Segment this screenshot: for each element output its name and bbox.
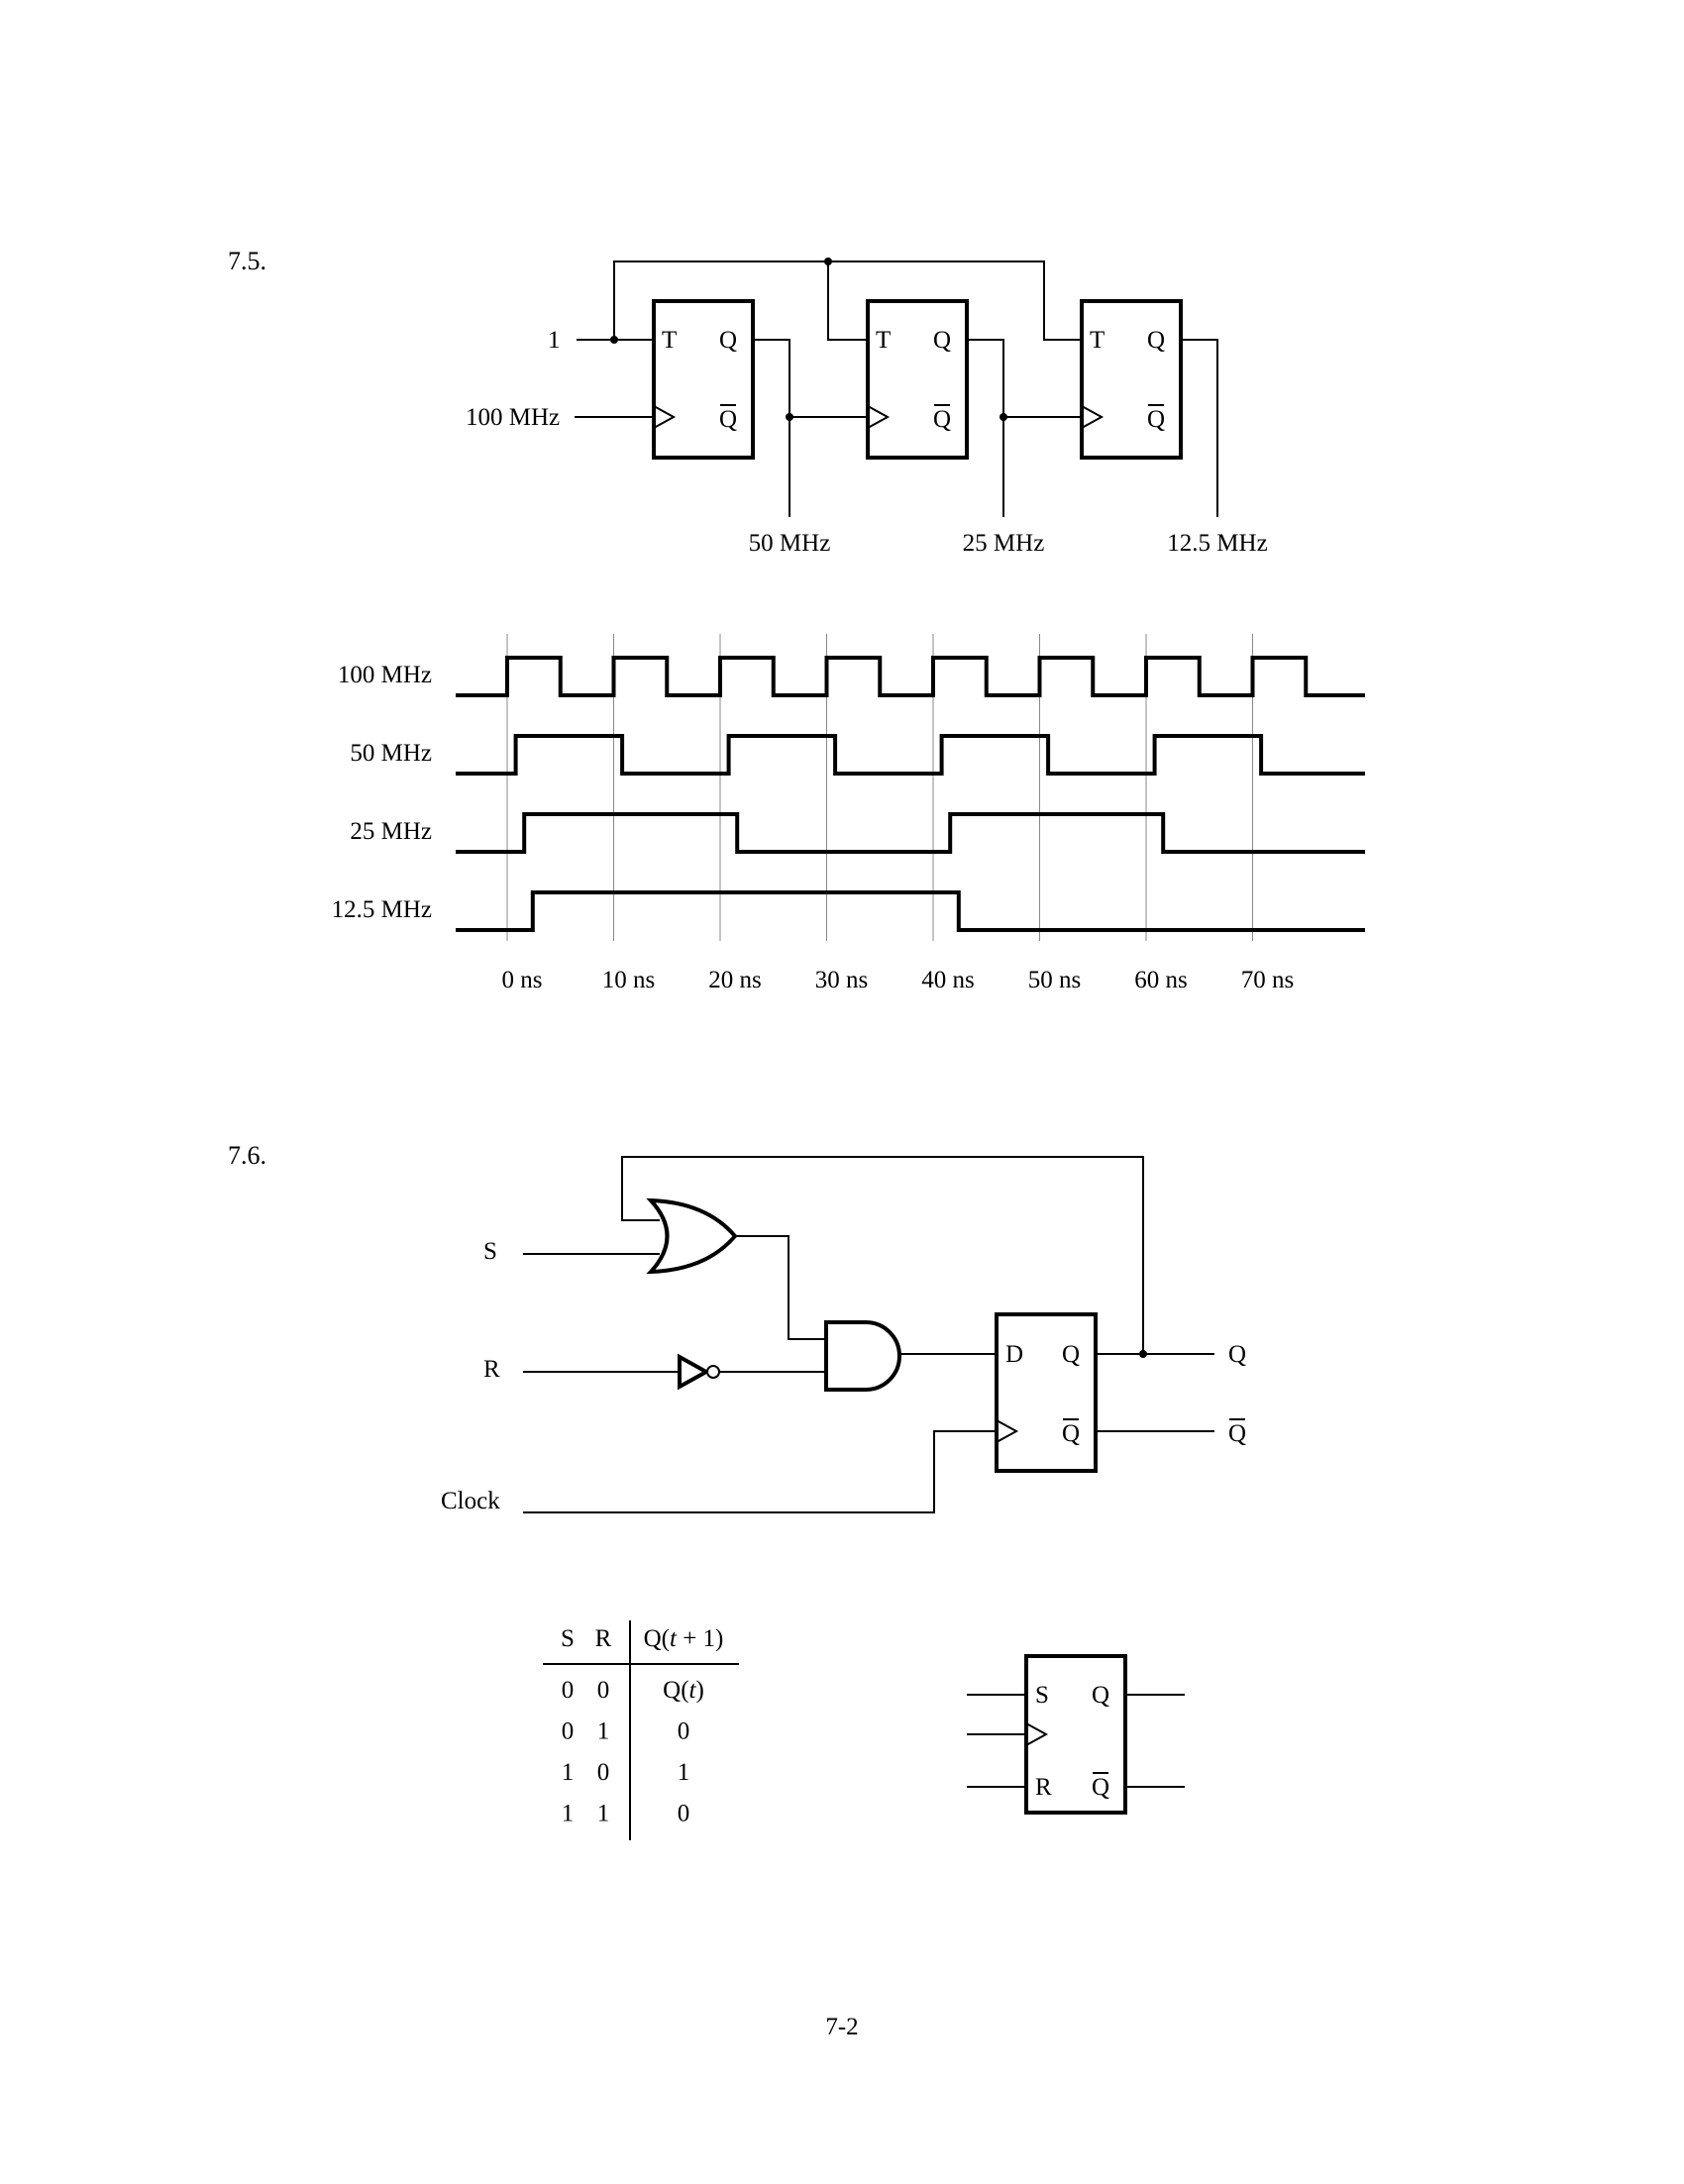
t-flipflop-2 (866, 299, 969, 460)
time-tick-label: 60 ns (1134, 967, 1187, 993)
table-cell: 0 (678, 1718, 690, 1745)
header-r: R (595, 1625, 612, 1652)
table-cell: 1 (562, 1759, 575, 1786)
clock-wire (523, 1430, 997, 1513)
qbar-output-label: Q (1228, 1420, 1246, 1447)
clock-triangle-1 (653, 405, 677, 429)
ff1-qbar-label: Q (719, 406, 737, 433)
output-label-12-5mhz: 12.5 MHz (1167, 530, 1267, 557)
qbar-pin-label: Q (1062, 1420, 1080, 1447)
time-tick-label: 30 ns (815, 967, 868, 993)
junction-dot (824, 258, 832, 265)
clock-triangle (996, 1419, 1019, 1443)
ff1-t-label: T (662, 327, 677, 354)
time-tick-label: 70 ns (1241, 967, 1294, 993)
problem-number-7-6: 7.6. (228, 1141, 266, 1170)
timing-diagram: 0 ns 10 ns 20 ns 30 ns 40 ns 50 ns 60 ns 70 ns 1… (332, 634, 1365, 993)
clock-triangle-3 (1081, 405, 1105, 429)
time-tick-label: 10 ns (602, 967, 655, 993)
t-bus-to-ff2 (827, 261, 868, 341)
ff2-q-label: Q (933, 327, 951, 354)
signal-name-label: 50 MHz (350, 740, 432, 767)
t-input-label: 1 (548, 327, 561, 354)
clock-input-label: Clock (441, 1488, 500, 1514)
time-tick-label: 0 ns (502, 967, 543, 993)
sr-r-pin-label: R (1035, 1774, 1052, 1801)
d-flipflop (995, 1312, 1098, 1473)
ff3-q-label: Q (1147, 327, 1165, 354)
ff3-q-output-wire (1181, 339, 1218, 517)
table-cell: 0 (562, 1718, 575, 1745)
sr-s-pin-label: S (1035, 1682, 1049, 1709)
sr-from-d-flipflop-circuit: S R Clock D Q Q Q Q (441, 1156, 1246, 1514)
junction-dot (786, 413, 793, 421)
signal-waveform (456, 656, 1365, 697)
clock-input-label: 100 MHz (466, 404, 560, 431)
page-number: 7-2 (825, 2014, 858, 2040)
r-input-label: R (483, 1356, 500, 1383)
ff1-q-output-wire (753, 339, 790, 517)
junction-dot (1139, 1350, 1147, 1358)
time-tick-label: 50 ns (1028, 967, 1081, 993)
q-pin-label: Q (1062, 1341, 1080, 1368)
ff2-qbar-label: Q (933, 406, 951, 433)
signal-name-label: 12.5 MHz (332, 896, 432, 923)
junction-dot (1000, 413, 1007, 421)
table-cell: 1 (678, 1759, 690, 1786)
sr-q-pin-label: Q (1092, 1682, 1109, 1709)
table-cell: Q(t) (663, 1677, 704, 1704)
ff3-qbar-label: Q (1147, 406, 1165, 433)
time-tick-label: 20 ns (708, 967, 761, 993)
table-cell: 1 (597, 1801, 610, 1827)
signal-name-label: 100 MHz (338, 662, 432, 688)
and-gate (824, 1320, 901, 1392)
signal-waveform (456, 812, 1365, 854)
sr-clock-triangle (1025, 1722, 1049, 1746)
table-cell: 0 (678, 1801, 690, 1827)
t-feedback-bus (613, 260, 1082, 341)
output-label-50mhz: 50 MHz (749, 530, 831, 557)
header-s: S (561, 1625, 575, 1652)
junction-dot (610, 336, 618, 344)
sr-qbar-pin-label: Q (1092, 1774, 1109, 1801)
table-cell: 0 (597, 1677, 610, 1704)
or-gate (646, 1197, 738, 1275)
t-flipflop-counter-circuit: T Q Q T Q Q T Q Q 1 100 MHz 50 MHz 25 MH (466, 258, 1268, 557)
ff2-t-label: T (876, 327, 891, 354)
t-flipflop-1 (652, 299, 755, 460)
signal-name-label: 25 MHz (350, 818, 432, 845)
problem-number-7-5: 7.5. (228, 247, 266, 275)
d-pin-label: D (1005, 1341, 1023, 1368)
signal-waveform (456, 734, 1365, 776)
feedback-wire (621, 1156, 1144, 1354)
ff2-q-output-wire (967, 339, 1004, 517)
ff3-t-label: T (1090, 327, 1105, 354)
clock-triangle-2 (867, 405, 891, 429)
s-input-label: S (483, 1238, 497, 1265)
t-flipflop-3 (1080, 299, 1183, 460)
output-label-25mhz: 25 MHz (963, 530, 1045, 557)
or-to-and-wire (735, 1235, 826, 1340)
not-gate (678, 1353, 711, 1391)
time-tick-label: 40 ns (921, 967, 974, 993)
table-cell: 0 (562, 1677, 575, 1704)
table-cell: 0 (597, 1759, 610, 1786)
not-gate-bubble (706, 1365, 720, 1379)
table-cell: 1 (562, 1801, 575, 1827)
header-q-next: Q(t + 1) (644, 1625, 724, 1652)
sr-flipflop-symbol: S Q R Q (967, 1654, 1185, 1815)
ff1-q-label: Q (719, 327, 737, 354)
table-cell: 1 (597, 1718, 610, 1745)
signal-waveform (456, 890, 1365, 932)
q-output-label: Q (1228, 1341, 1246, 1368)
